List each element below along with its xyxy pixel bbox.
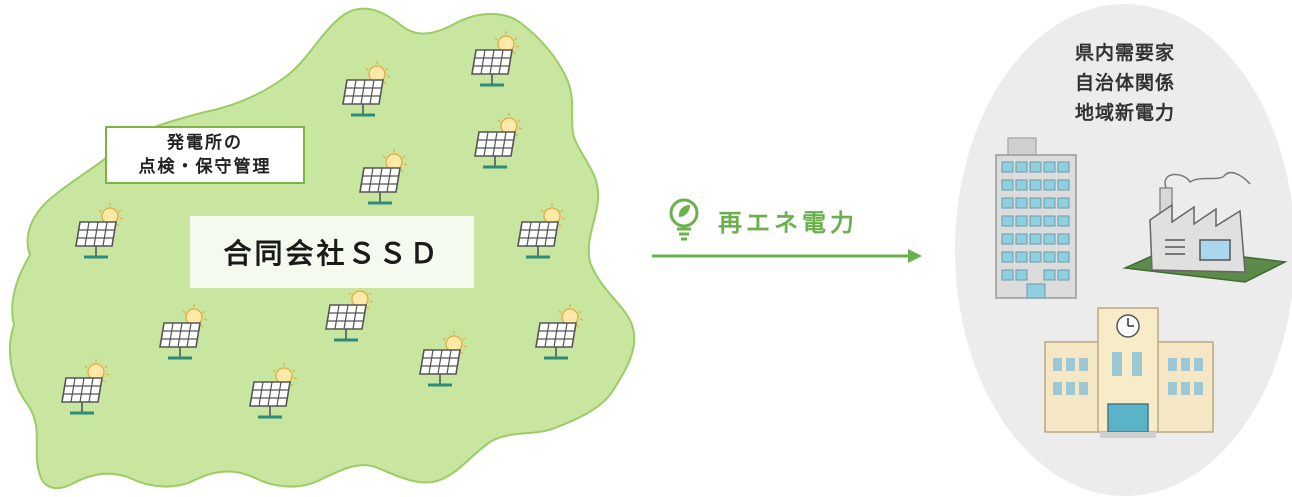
flow-arrow	[652, 249, 922, 263]
consumer-line: 自治体関係	[1074, 72, 1175, 94]
maintenance-label-line2: 点検・保守管理	[138, 157, 272, 177]
consumers-label: 県内需要家 自治体関係 地域新電力	[1030, 38, 1220, 128]
consumer-line: 県内需要家	[1074, 42, 1175, 64]
maintenance-label-line1: 発電所の	[167, 133, 243, 153]
company-name: 合同会社ＳＳＤ	[190, 216, 474, 288]
consumer-line: 地域新電力	[1074, 102, 1175, 124]
school-building-icon	[1044, 307, 1214, 438]
office-building-icon	[995, 137, 1077, 299]
maintenance-label: 発電所の 点検・保守管理	[105, 126, 305, 184]
leaf-bulb-icon	[669, 198, 699, 241]
factory-icon	[1122, 171, 1288, 283]
flow-label: 再エネ電力	[718, 209, 858, 237]
